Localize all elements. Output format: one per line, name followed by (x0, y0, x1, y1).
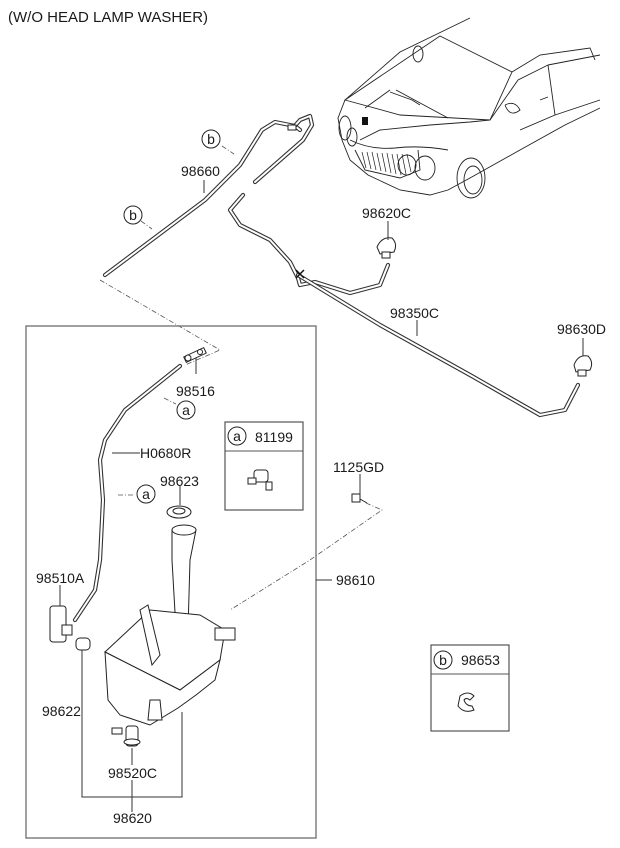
sensor-98520C (111, 725, 141, 747)
label-98516[interactable]: 98516 (176, 383, 215, 399)
nozzle-98630D (573, 355, 593, 377)
grommet-98622 (75, 637, 91, 651)
diagram-title: (W/O HEAD LAMP WASHER) (8, 9, 208, 26)
pump-98510A (49, 605, 73, 643)
clip-81199-icon (247, 469, 273, 491)
svg-text:a: a (182, 402, 190, 418)
legend-label-98653: 98653 (461, 652, 500, 668)
hose-98350C (227, 192, 581, 418)
label-98622[interactable]: 98622 (42, 703, 81, 719)
legend-label-81199: 81199 (255, 429, 293, 445)
label-1125GD[interactable]: 1125GD (333, 459, 384, 475)
svg-text:b: b (129, 207, 137, 223)
label-98660[interactable]: 98660 (181, 163, 220, 179)
callout-a-1: a (176, 400, 196, 420)
connection-line-top (99, 279, 221, 366)
svg-text:a: a (142, 486, 150, 502)
callout-b-1: b (201, 129, 221, 149)
label-98350C[interactable]: 98350C (390, 305, 439, 321)
legend-box-81199[interactable]: a 81199 (224, 421, 304, 511)
label-98620C[interactable]: 98620C (362, 205, 411, 221)
svg-text:b: b (207, 131, 215, 147)
label-98620[interactable]: 98620 (113, 810, 152, 826)
callout-a-2: a (136, 484, 156, 504)
callout-arrows (118, 145, 235, 496)
reservoir-tank-98610 (104, 524, 236, 726)
svg-text:b: b (439, 652, 447, 668)
nozzle-98620C (376, 237, 397, 259)
leader-lines (59, 180, 584, 812)
label-98630D[interactable]: 98630D (557, 321, 606, 337)
connector-98516 (183, 346, 207, 364)
reservoir-assembly-frame (25, 325, 317, 839)
label-98520C[interactable]: 98520C (108, 765, 157, 781)
label-98510A[interactable]: 98510A (36, 570, 85, 586)
connection-line-bolt (229, 502, 383, 611)
callout-b-2: b (123, 205, 143, 225)
cap-98623 (166, 505, 192, 519)
clip-98653-icon (457, 692, 475, 712)
legend-box-98653[interactable]: b 98653 (430, 644, 510, 732)
hose-98660 (102, 113, 315, 278)
label-98610[interactable]: 98610 (336, 572, 375, 588)
svg-text:a: a (233, 428, 241, 444)
label-H0680R[interactable]: H0680R (140, 445, 191, 461)
washer-nozzle-marker (362, 117, 368, 125)
car-illustration (337, 17, 601, 199)
label-98623[interactable]: 98623 (160, 473, 199, 489)
hose-H0680R (72, 363, 183, 623)
bolt-1125GD (351, 493, 368, 504)
